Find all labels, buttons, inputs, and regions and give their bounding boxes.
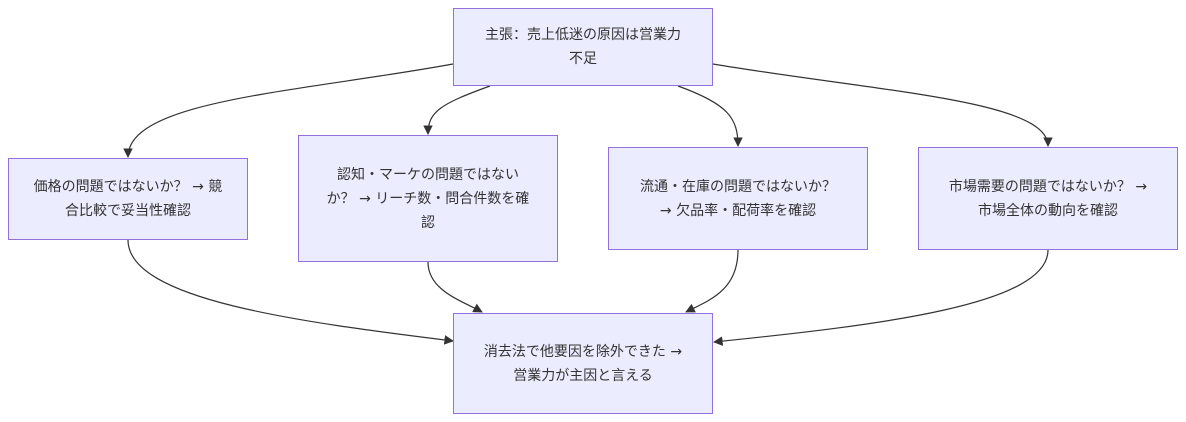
edge-claim-demand xyxy=(712,63,1053,147)
demand-node: 市場需要の問題ではないか？ → 市場全体の動向を確認 xyxy=(918,147,1178,250)
claim-text: 主張：売上低迷の原因は営業力不足 xyxy=(485,27,681,67)
edge-claim-price xyxy=(123,63,454,158)
claim-node: 主張：売上低迷の原因は営業力不足 xyxy=(453,8,713,86)
distribution-text: 流通・在庫の問題ではないか？ → 欠品率・配荷率を確認 xyxy=(640,178,836,219)
edge-demand-conclusion xyxy=(713,249,1049,346)
distribution-node: 流通・在庫の問題ではないか？ → 欠品率・配荷率を確認 xyxy=(608,147,868,250)
price-text: 価格の問題ではないか？ → 競合比較で妥当性確認 xyxy=(33,179,223,219)
conclusion-text: 消去法で他要因を除外できた → 営業力が主因と言える xyxy=(483,343,683,384)
edge-awareness-conclusion xyxy=(427,261,483,313)
conclusion-node: 消去法で他要因を除外できた → 営業力が主因と言える xyxy=(453,313,713,414)
price-node: 価格の問題ではないか？ → 競合比較で妥当性確認 xyxy=(8,158,248,240)
edge-claim-awareness xyxy=(423,85,491,135)
awareness-node: 認知・マーケの問題ではないか？ → リーチ数・問合件数を確認 xyxy=(298,135,558,262)
demand-text: 市場需要の問題ではないか？ → 市場全体の動向を確認 xyxy=(948,178,1148,219)
edge-distribution-conclusion xyxy=(685,249,739,313)
edge-claim-distribution xyxy=(677,85,743,147)
edge-price-conclusion xyxy=(127,239,454,345)
awareness-text: 認知・マーケの問題ではないか？ → リーチ数・問合件数を確認 xyxy=(326,166,530,231)
